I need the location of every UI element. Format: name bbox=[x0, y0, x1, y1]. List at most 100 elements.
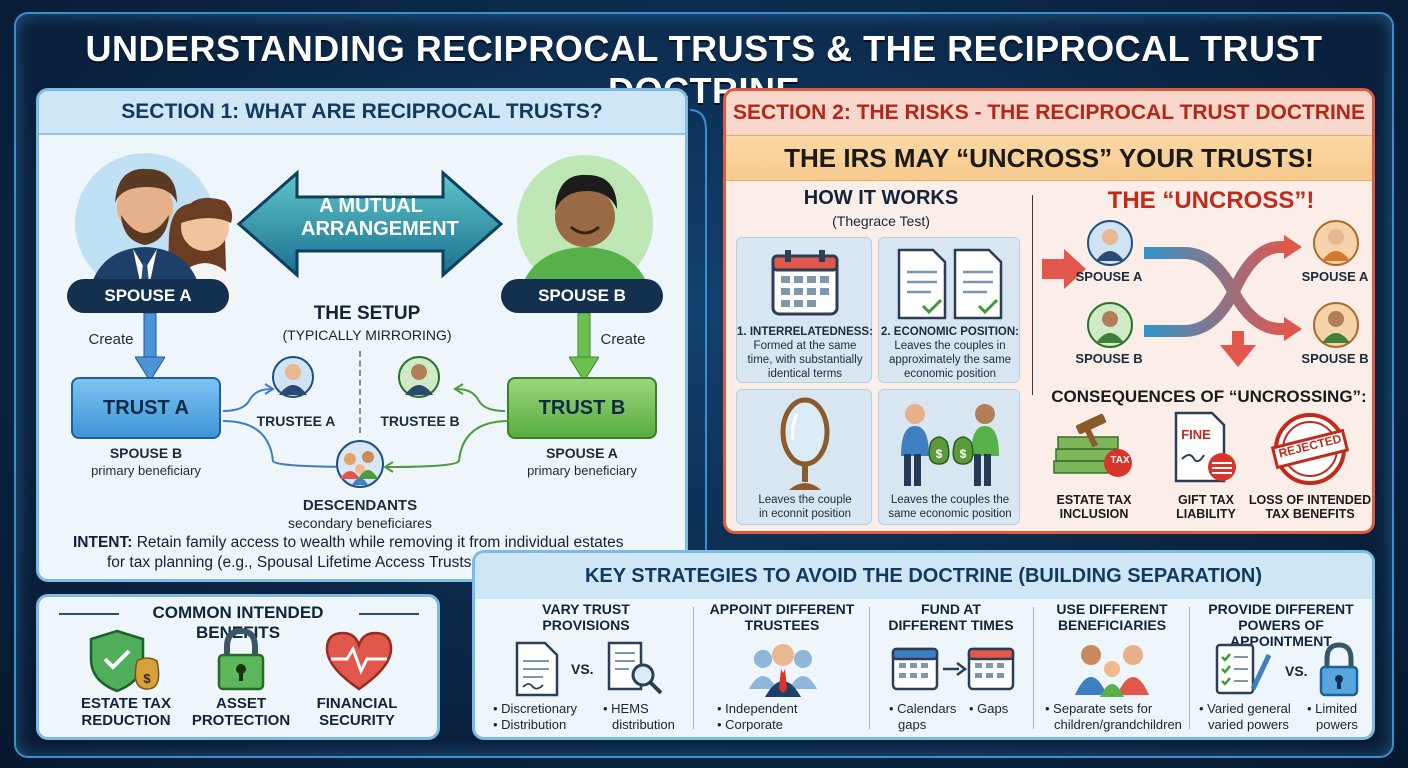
trustee-a-label: TRUSTEE A bbox=[256, 413, 336, 429]
strategy-divider-3 bbox=[1033, 607, 1034, 729]
strategy-1-title-line-2: PROVISIONS bbox=[542, 617, 630, 634]
strategy-5-vs: VS. bbox=[1285, 663, 1308, 679]
arrow-down-a-icon bbox=[135, 313, 165, 382]
strategy-4-title-line-1: USE DIFFERENT bbox=[1056, 601, 1168, 617]
arrow-down-b-icon bbox=[569, 313, 599, 382]
card1-line-2: time, with substantially bbox=[747, 353, 863, 366]
padlock-icon bbox=[217, 627, 265, 691]
card4-text: Leaves the couples the same economic pos… bbox=[879, 494, 1021, 522]
strategy-3-b1-line-1: Calendars bbox=[897, 701, 957, 716]
calendar-icon bbox=[771, 250, 839, 316]
trust-a-beneficiary-name: SPOUSE B bbox=[109, 445, 183, 461]
strategy-4-b1-line-1: Separate sets for bbox=[1053, 701, 1153, 716]
strategy-2-b1-line-1: Independent bbox=[725, 701, 798, 716]
benefit-2-line-1: ASSET bbox=[215, 695, 266, 712]
benefits-panel: COMMON INTENDED BENEFITS $ ESTATE TAX RE… bbox=[36, 594, 440, 740]
card-interrelatedness: 1. INTERRELATEDNESS: Formed at the same … bbox=[736, 237, 873, 383]
trust-a-box: TRUST A bbox=[71, 377, 221, 439]
section-2-heading: SECTION 2: THE RISKS - THE RECIPROCAL TR… bbox=[726, 91, 1372, 135]
card4-line-2: same economic position bbox=[888, 507, 1012, 520]
strategy-powers-of-appointment: PROVIDE DIFFERENT POWERS OF APPOINTMENT … bbox=[1191, 601, 1371, 735]
trust-a-beneficiary-role: primary beneficiary bbox=[91, 463, 201, 478]
intent-text: INTENT: Retain family access to wealth w… bbox=[73, 533, 673, 573]
strategy-4-bullets: • Separate sets for children/grandchildr… bbox=[1045, 701, 1182, 732]
strategy-5-b2-line-1: Limited bbox=[1315, 701, 1358, 716]
strategy-3-bullet-a: • Calendars gaps bbox=[889, 701, 957, 732]
benefit-asset-protection: ASSET PROTECTION bbox=[179, 695, 303, 730]
shield-money-icon: $ bbox=[89, 629, 160, 693]
strategy-1-vs: VS. bbox=[571, 661, 594, 677]
strategy-3-b1-line-2: gaps bbox=[898, 716, 927, 732]
descendants-label: DESCENDANTS bbox=[302, 497, 418, 514]
card1-title: 1. INTERRELATEDNESS: bbox=[737, 326, 873, 338]
uncross-diagram bbox=[1042, 220, 1359, 367]
intent-line-2: for tax planning (e.g., Spousal Lifetime… bbox=[107, 553, 539, 571]
strategy-3-bullet-b: • Gaps bbox=[969, 701, 1009, 716]
strategy-divider-1 bbox=[693, 607, 694, 729]
trust-b-beneficiary-role: primary beneficiary bbox=[527, 463, 637, 478]
estate-tax-icon bbox=[1053, 413, 1132, 477]
benefit-3-line-1: FINANCIAL bbox=[316, 695, 398, 712]
setup-divider bbox=[359, 351, 361, 433]
spouse-b-label: SPOUSE B bbox=[501, 279, 663, 313]
svg-text:$: $ bbox=[936, 447, 943, 461]
card2-line-1: Leaves the couples in bbox=[894, 340, 1006, 352]
strategy-fund-different-times: FUND AT DIFFERENT TIMES • Calendars gaps… bbox=[873, 601, 1029, 735]
card2-title: 2. ECONOMIC POSITION: bbox=[880, 326, 1019, 338]
cons1-line-1: ESTATE TAX bbox=[1056, 493, 1132, 507]
heart-pulse-icon bbox=[325, 631, 393, 691]
trust-b-beneficiary-name: SPOUSE A bbox=[546, 445, 618, 461]
card3-line-1: Leaves the couple bbox=[758, 494, 852, 506]
fine-tag: FINE bbox=[1181, 427, 1211, 442]
flow-connector bbox=[689, 109, 714, 576]
card-money-people: $ $ Leaves the couples the same economic… bbox=[878, 389, 1020, 525]
trust-b-box: TRUST B bbox=[507, 377, 657, 439]
family-icon bbox=[1075, 645, 1149, 697]
card-mirror: Leaves the couple in econnit position bbox=[736, 389, 872, 525]
create-label-b: Create bbox=[600, 331, 646, 348]
strategy-5-title-line-2: POWERS OF APPOINTMENT bbox=[1230, 617, 1332, 650]
benefit-estate-tax: ESTATE TAX REDUCTION bbox=[61, 695, 191, 730]
section-2-divider bbox=[1032, 195, 1033, 395]
mirror-icon bbox=[780, 397, 830, 490]
mutual-line-1: A MUTUAL bbox=[319, 195, 423, 217]
strategy-3-b2-line-1: Gaps bbox=[977, 701, 1009, 716]
trustee-b-icon bbox=[398, 356, 440, 398]
consequence-gift-tax: GIFT TAX LIABILITY bbox=[1158, 493, 1254, 522]
outer-frame bbox=[14, 12, 1394, 758]
strategy-2-title-line-2: TRUSTEES bbox=[744, 617, 820, 634]
strategy-5-title-line-1: PROVIDE DIFFERENT bbox=[1208, 601, 1354, 617]
strategy-5-b1-line-2: varied powers bbox=[1208, 716, 1289, 732]
uncross-title: THE “UNCROSS”! bbox=[1107, 187, 1315, 214]
strategy-2-title-line-1: APPOINT DIFFERENT bbox=[709, 601, 855, 617]
strategy-4-b1-line-2: children/grandchildren bbox=[1054, 716, 1182, 732]
strategy-different-beneficiaries: USE DIFFERENT BENEFICIARIES • Separate s… bbox=[1037, 601, 1187, 735]
strategy-3-title: FUND AT DIFFERENT TIMES bbox=[873, 601, 1029, 633]
strategy-1-b1-line-2: Distribution bbox=[501, 716, 567, 732]
strategy-4-title: USE DIFFERENT BENEFICIARIES bbox=[1037, 601, 1187, 633]
svg-text:$: $ bbox=[143, 671, 151, 686]
tax-tag: TAX bbox=[1110, 455, 1130, 466]
benefit-1-line-2: REDUCTION bbox=[81, 712, 171, 730]
rejected-stamp-icon bbox=[1270, 413, 1350, 485]
strategy-2-b1-line-2: Corporate bbox=[725, 716, 783, 732]
strategy-different-trustees: APPOINT DIFFERENT TRUSTEES • Independent… bbox=[697, 601, 867, 735]
strategy-3-title-line-1: FUND AT bbox=[921, 601, 981, 617]
section-1-panel: SECTION 1: WHAT ARE RECIPROCAL TRUSTS? S… bbox=[36, 88, 688, 582]
card3-line-2: in econnit position bbox=[758, 507, 852, 520]
intent-line-1: Retain family access to wealth while rem… bbox=[136, 534, 624, 551]
strategy-1-title: VARY TRUST PROVISIONS bbox=[483, 601, 689, 633]
strategy-divider-2 bbox=[869, 607, 870, 729]
strategy-1-bullet-a: • Discretionary • Distribution bbox=[493, 701, 578, 732]
card3-text: Leaves the couple in econnit position bbox=[737, 494, 873, 522]
strategy-3-title-line-2: DIFFERENT TIMES bbox=[888, 617, 1014, 634]
strategy-5-bullet-a: • Varied general varied powers bbox=[1199, 701, 1291, 732]
setup-subtitle: (TYPICALLY MIRRORING) bbox=[282, 327, 452, 343]
descendants-role: secondary beneficiares bbox=[288, 515, 432, 531]
section-1-heading: SECTION 1: WHAT ARE RECIPROCAL TRUSTS? bbox=[39, 91, 685, 135]
calendar-gap-icon bbox=[891, 647, 1015, 691]
cons2-line-2: LIABILITY bbox=[1176, 507, 1236, 522]
card2-line-2: approximately the same bbox=[888, 353, 1012, 366]
trustee-a-icon bbox=[272, 356, 314, 398]
mutual-arrow-icon bbox=[236, 169, 504, 279]
